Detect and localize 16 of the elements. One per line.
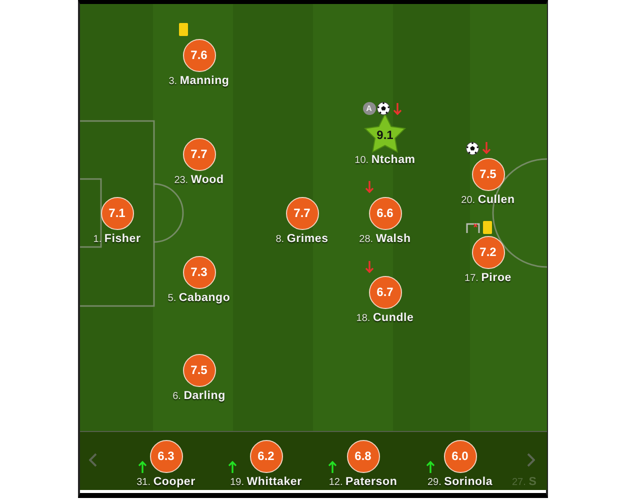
player-name: 19. Whittaker xyxy=(230,475,302,490)
player-name: 10. Ntcham xyxy=(354,153,416,168)
player-name: 6. Darling xyxy=(172,389,226,404)
player-name: 5. Cabango xyxy=(168,291,230,306)
player-name: 8. Grimes xyxy=(276,232,328,247)
player-name: 3. Manning xyxy=(168,74,230,89)
rating-star-badge: 9.1 xyxy=(361,112,409,154)
player-name: 1. Fisher xyxy=(93,232,141,247)
player-name: 31. Cooper xyxy=(136,475,196,490)
player-name: 12. Paterson xyxy=(328,475,398,490)
player-name: 29. Sorinola xyxy=(427,475,493,490)
player-name: 17. Piroe xyxy=(464,271,512,286)
player-name: 18. Cundle xyxy=(356,311,414,326)
player-name: 28. Walsh xyxy=(359,232,411,247)
player-name: 23. Wood xyxy=(174,173,224,188)
player-name: 20. Cullen xyxy=(461,193,515,208)
